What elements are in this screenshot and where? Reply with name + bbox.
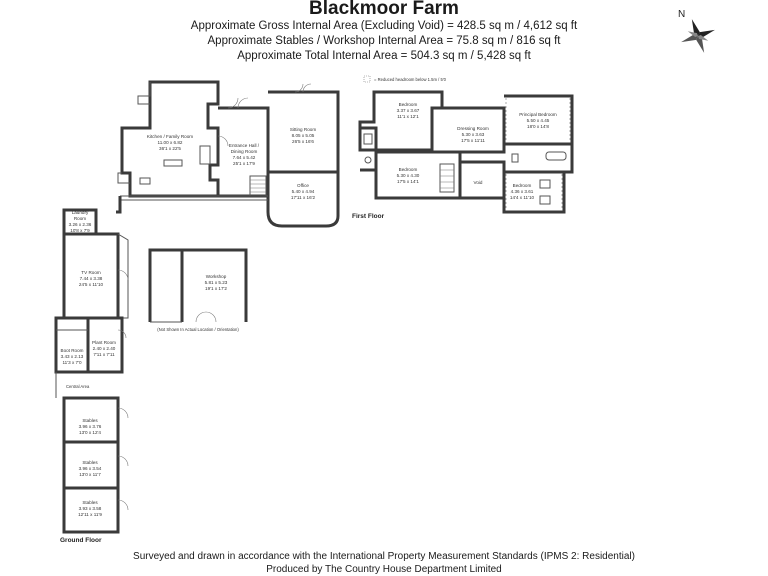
stables1-label: Stables: [82, 418, 98, 423]
ground-floor-main-house: [117, 80, 340, 228]
workshop-dims: 5.81 x 5.23: [205, 280, 228, 285]
office-dims: 5.40 x 4.94: [292, 189, 315, 194]
compass-icon: N: [678, 9, 715, 53]
office-imperial: 17'11 x 16'2: [291, 195, 316, 200]
bedroom2-imperial: 17'5 x 14'1: [397, 179, 419, 184]
reduced-headroom-note: = Reduced headroom below 1.5m / 5'0: [374, 77, 447, 82]
bedroom2-dims: 5.30 x 4.30: [397, 173, 420, 178]
stables-block: [62, 396, 129, 534]
laundry-label-2: Room: [74, 216, 86, 221]
stables2-label: Stables: [82, 460, 98, 465]
not-shown-note: (Not Shown In Actual Location / Orientat…: [157, 327, 239, 332]
ground-floor-wing: [54, 208, 129, 374]
tvroom-imperial: 24'5 x 11'10: [79, 282, 104, 287]
compass-north-label: N: [678, 9, 685, 20]
central-area-label: Central Area: [66, 384, 90, 389]
dressing-imperial: 17'5 x 11'11: [461, 138, 485, 143]
entrance-dims: 7.64 x 5.42: [233, 155, 256, 160]
bedroom1-imperial: 11'1 x 12'1: [397, 114, 419, 119]
bootroom-imperial: 11'3 x 7'0: [62, 360, 81, 365]
dressing-dims: 5.30 x 3.63: [462, 132, 485, 137]
ground-floor-label: Ground Floor: [60, 537, 102, 544]
sitting-label: Sitting Room: [290, 127, 316, 132]
stables2-dims: 3.96 x 3.54: [79, 466, 102, 471]
stables1-imperial: 13'0 x 12'4: [79, 430, 101, 435]
tvroom-dims: 7.44 x 3.38: [80, 276, 103, 281]
sitting-imperial: 26'5 x 16'6: [292, 139, 314, 144]
workshop-imperial: 19'1 x 17'2: [205, 286, 227, 291]
principal-imperial: 18'0 x 14'8: [527, 124, 549, 129]
page-title: Blackmoor Farm: [309, 0, 459, 19]
plantroom-dims: 2.40 x 2.40: [93, 346, 116, 351]
kitchen-label: Kitchen / Family Room: [147, 134, 193, 139]
stables-area-text: Approximate Stables / Workshop Internal …: [207, 35, 561, 47]
stables1-dims: 3.96 x 3.76: [79, 424, 102, 429]
office-label: Office: [297, 183, 309, 188]
first-floor-stairs-icon: [439, 163, 455, 193]
laundry-imperial: 10'8 x 7'9: [70, 228, 90, 233]
principal-label: Principal Bedroom: [519, 112, 557, 117]
principal-dims: 5.50 x 4.45: [527, 118, 550, 123]
stairs-icon: [249, 175, 267, 197]
dressing-label: Dressing Room: [457, 126, 489, 131]
entrance-label-2: Dining Room: [231, 149, 258, 154]
stables3-dims: 3.93 x 3.58: [79, 506, 102, 511]
bootroom-dims: 3.43 x 2.13: [61, 354, 84, 359]
plantroom-imperial: 7'11 x 7'11: [93, 352, 115, 357]
entrance-label: Entrance Hall /: [229, 143, 260, 148]
stables3-label: Stables: [82, 500, 98, 505]
kitchen-imperial: 36'1 x 22'5: [159, 146, 181, 151]
stables3-imperial: 12'11 x 11'9: [78, 512, 102, 517]
bedroom3-label: Bedroom: [513, 183, 532, 188]
first-floor-plan: [358, 75, 574, 214]
total-area-text: Approximate Total Internal Area = 504.3 …: [237, 50, 531, 62]
laundry-label: Laundry: [72, 210, 89, 215]
bedroom3-dims: 4.36 x 3.61: [511, 189, 534, 194]
stables2-imperial: 13'0 x 11'7: [79, 472, 101, 477]
entrance-imperial: 25'1 x 17'9: [233, 161, 255, 166]
kitchen-dims: 11.00 x 6.82: [158, 140, 183, 145]
laundry-dims: 3.26 x 2.36: [69, 222, 92, 227]
bedroom1-label: Bedroom: [399, 102, 418, 107]
kitchen-island-icon: [163, 159, 183, 167]
first-floor-label: First Floor: [352, 213, 385, 220]
workshop-label: Workshop: [206, 274, 227, 279]
tvroom-label: TV Room: [81, 270, 101, 275]
plantroom-label: Plant Room: [92, 340, 116, 345]
gross-area-text: Approximate Gross Internal Area (Excludi…: [190, 20, 578, 32]
bootroom-label: Boot Room: [61, 348, 84, 353]
workshop-block: [148, 248, 248, 323]
bedroom1-dims: 3.37 x 3.67: [397, 108, 420, 113]
void-label: Void: [474, 180, 483, 185]
sitting-dims: 8.05 x 5.05: [292, 133, 315, 138]
bedroom2-label: Bedroom: [399, 167, 418, 172]
bedroom3-imperial: 14'4 x 11'10: [510, 195, 535, 200]
footer-ipms-text: Surveyed and drawn in accordance with th…: [133, 551, 635, 562]
footer-producer-text: Produced by The Country House Department…: [266, 564, 502, 575]
